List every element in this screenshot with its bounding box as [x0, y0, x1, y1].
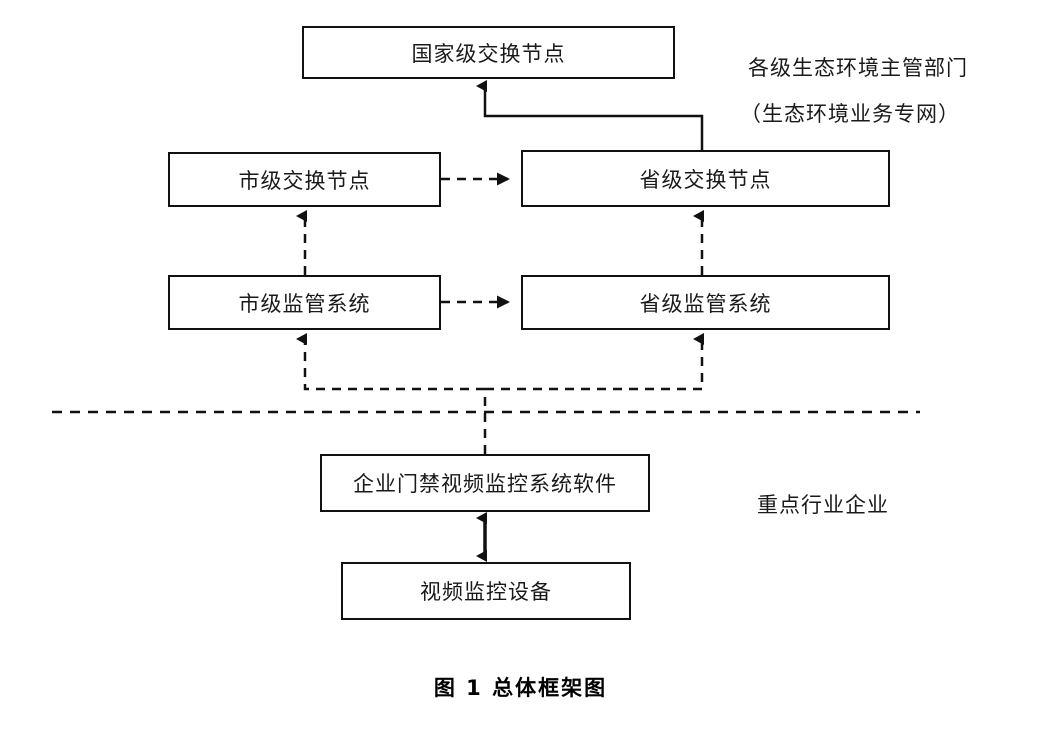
node-city-supervision-system[interactable]: 市级监管系统 — [168, 275, 441, 330]
zone-label-enterprise: 重点行业企业 — [757, 493, 889, 517]
node-province-exchange[interactable]: 省级交换节点 — [521, 150, 890, 207]
node-national-exchange[interactable]: 国家级交换节点 — [302, 26, 675, 79]
node-city-exchange[interactable]: 市级交换节点 — [168, 152, 441, 207]
node-video-monitoring-device[interactable]: 视频监控设备 — [341, 562, 631, 620]
zone-label-government-line2: （生态环境业务专网） — [740, 102, 960, 126]
figure-caption: 图 1 总体框架图 — [433, 676, 608, 700]
node-province-supervision-system[interactable]: 省级监管系统 — [521, 275, 890, 330]
zone-label-government-line1: 各级生态环境主管部门 — [748, 56, 968, 80]
edge-province-exchange-to-national — [476, 80, 704, 150]
node-enterprise-access-video-software[interactable]: 企业门禁视频监控系统软件 — [320, 454, 650, 512]
edge-software-to-province-system — [485, 333, 704, 391]
edge-software-to-city-system — [296, 333, 485, 391]
